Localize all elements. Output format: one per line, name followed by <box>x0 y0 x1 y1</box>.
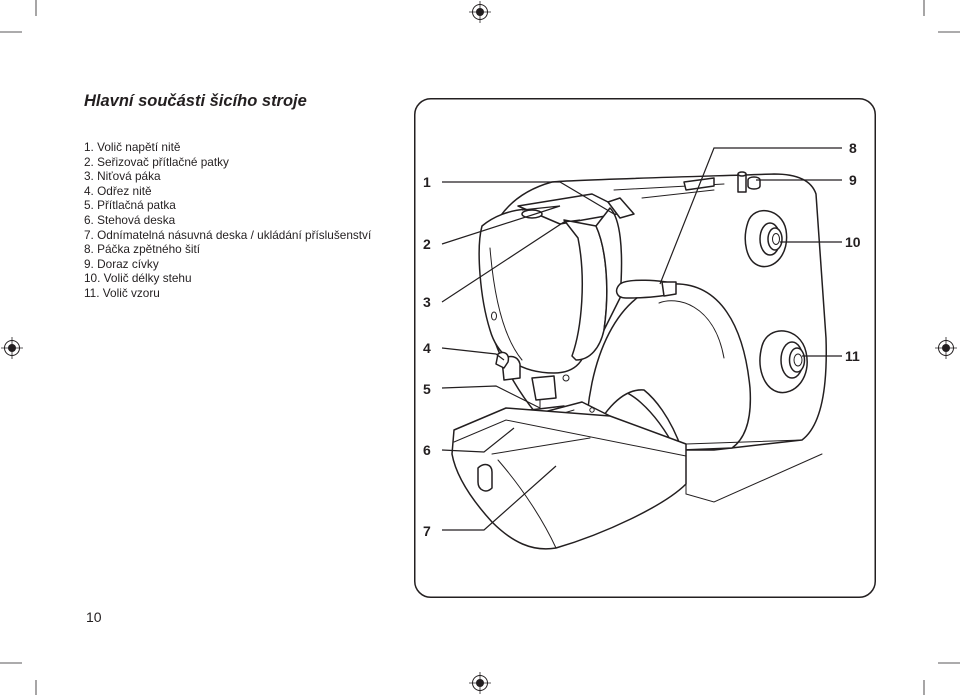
list-item: 2. Seřizovač přítlačné patky <box>84 154 229 169</box>
callout-3: 3 <box>423 294 431 310</box>
parts-list: 1. Volič napětí nitě 2. Seřizovač přítla… <box>84 140 371 301</box>
registration-mark-icon <box>1 337 23 359</box>
callout-8: 8 <box>849 140 857 156</box>
registration-mark-icon <box>469 672 491 694</box>
machine-illustration <box>451 171 828 550</box>
list-item: 9. Doraz cívky <box>84 256 159 271</box>
callout-6: 6 <box>423 442 431 458</box>
callout-2: 2 <box>423 236 431 252</box>
list-item: 6. Stehová deska <box>84 212 176 227</box>
list-item: 4. Odřez nitě <box>84 183 152 198</box>
list-item: 1. Volič napětí nitě <box>84 140 181 154</box>
callout-4: 4 <box>423 340 431 356</box>
sewing-machine-diagram: 1 2 3 4 5 6 7 8 9 10 11 <box>414 98 876 598</box>
registration-mark-icon <box>469 1 491 23</box>
callout-7: 7 <box>423 523 431 539</box>
callout-10: 10 <box>845 234 861 250</box>
page-number: 10 <box>86 609 102 625</box>
page-title: Hlavní součásti šicího stroje <box>84 92 307 110</box>
registration-mark-icon <box>935 337 957 359</box>
callout-9: 9 <box>849 172 857 188</box>
callout-1: 1 <box>423 174 431 190</box>
leader-lines <box>441 147 842 531</box>
list-item: 5. Přítlačná patka <box>84 198 176 213</box>
list-item: 8. Páčka zpětného šití <box>84 242 201 257</box>
callout-5: 5 <box>423 381 431 397</box>
list-item: 11. Volič vzoru <box>84 285 160 300</box>
list-item: 7. Odnímatelná násuvná deska / ukládání … <box>84 227 372 242</box>
callout-11: 11 <box>845 348 860 364</box>
list-item: 3. Niťová páka <box>84 169 161 184</box>
list-item: 10. Volič délky stehu <box>84 271 192 286</box>
